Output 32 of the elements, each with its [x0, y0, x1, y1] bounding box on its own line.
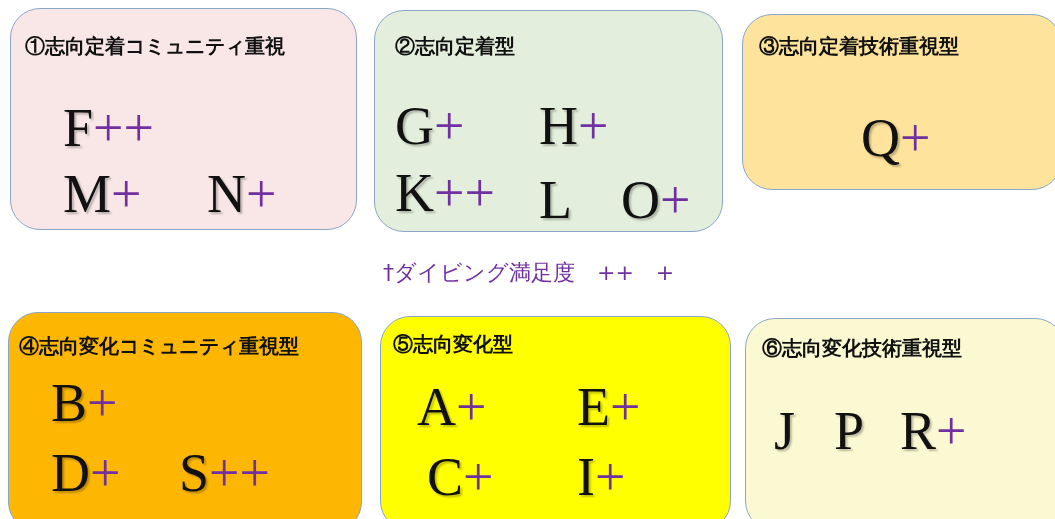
participant-rating: S++ [179, 446, 270, 500]
category-panel [742, 14, 1055, 190]
participant-rating: R+ [900, 404, 967, 458]
category-panel [745, 318, 1055, 519]
participant-rating: Q+ [861, 111, 931, 165]
participant-rating: F++ [63, 101, 154, 155]
participant-rating: A+ [417, 380, 487, 434]
category-heading: ⑥志向変化技術重視型 [762, 335, 962, 362]
participant-rating: K++ [395, 166, 495, 220]
participant-rating: J [774, 404, 795, 458]
category-panel [380, 316, 731, 519]
category-heading: ⑤志向変化型 [393, 331, 513, 358]
participant-rating: L [539, 173, 572, 227]
participant-rating: N+ [207, 167, 277, 221]
participant-rating: M+ [63, 167, 142, 221]
category-panel [10, 8, 357, 230]
participant-rating: O+ [621, 173, 691, 227]
participant-rating: E+ [577, 380, 641, 434]
participant-rating: D+ [51, 446, 121, 500]
participant-rating: G+ [395, 99, 465, 153]
participant-rating: C+ [427, 450, 494, 504]
category-heading: ②志向定着型 [395, 33, 515, 60]
participant-rating: H+ [539, 99, 609, 153]
participant-rating: P [834, 404, 865, 458]
participant-rating: B+ [51, 376, 118, 430]
category-heading: ①志向定着コミュニティ重視 [25, 33, 285, 60]
category-heading: ③志向定着技術重視型 [759, 33, 959, 60]
participant-rating: I+ [577, 450, 626, 504]
rating-note: †ダイビング満足度 ++ + [383, 259, 675, 287]
category-panel [8, 312, 362, 519]
category-heading: ④志向変化コミュニティ重視型 [19, 333, 299, 360]
category-panel [374, 10, 723, 232]
